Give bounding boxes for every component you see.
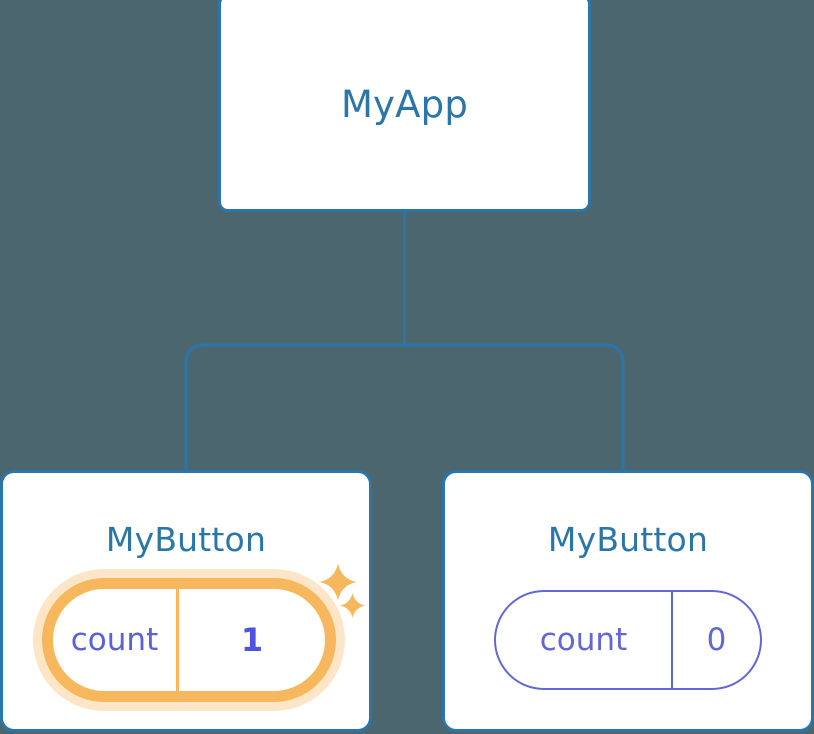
edge-branch-left [184,343,406,474]
state-key-left: count [53,589,179,691]
node-mybutton-right-label: MyButton [547,520,709,559]
state-value-left: 1 [240,621,264,659]
sparkle-small-icon [340,593,365,618]
node-myapp[interactable]: MyApp [218,0,591,212]
node-mybutton-left-label: MyButton [105,520,267,559]
state-pill-left[interactable]: count 1 [42,578,336,702]
node-myapp-label: MyApp [340,83,469,126]
edge-branch-right [403,343,625,474]
state-key-right: count [496,592,673,688]
sparkle-large-icon [319,563,357,601]
state-value-right: 0 [706,622,727,658]
state-pill-right[interactable]: count 0 [494,590,762,690]
